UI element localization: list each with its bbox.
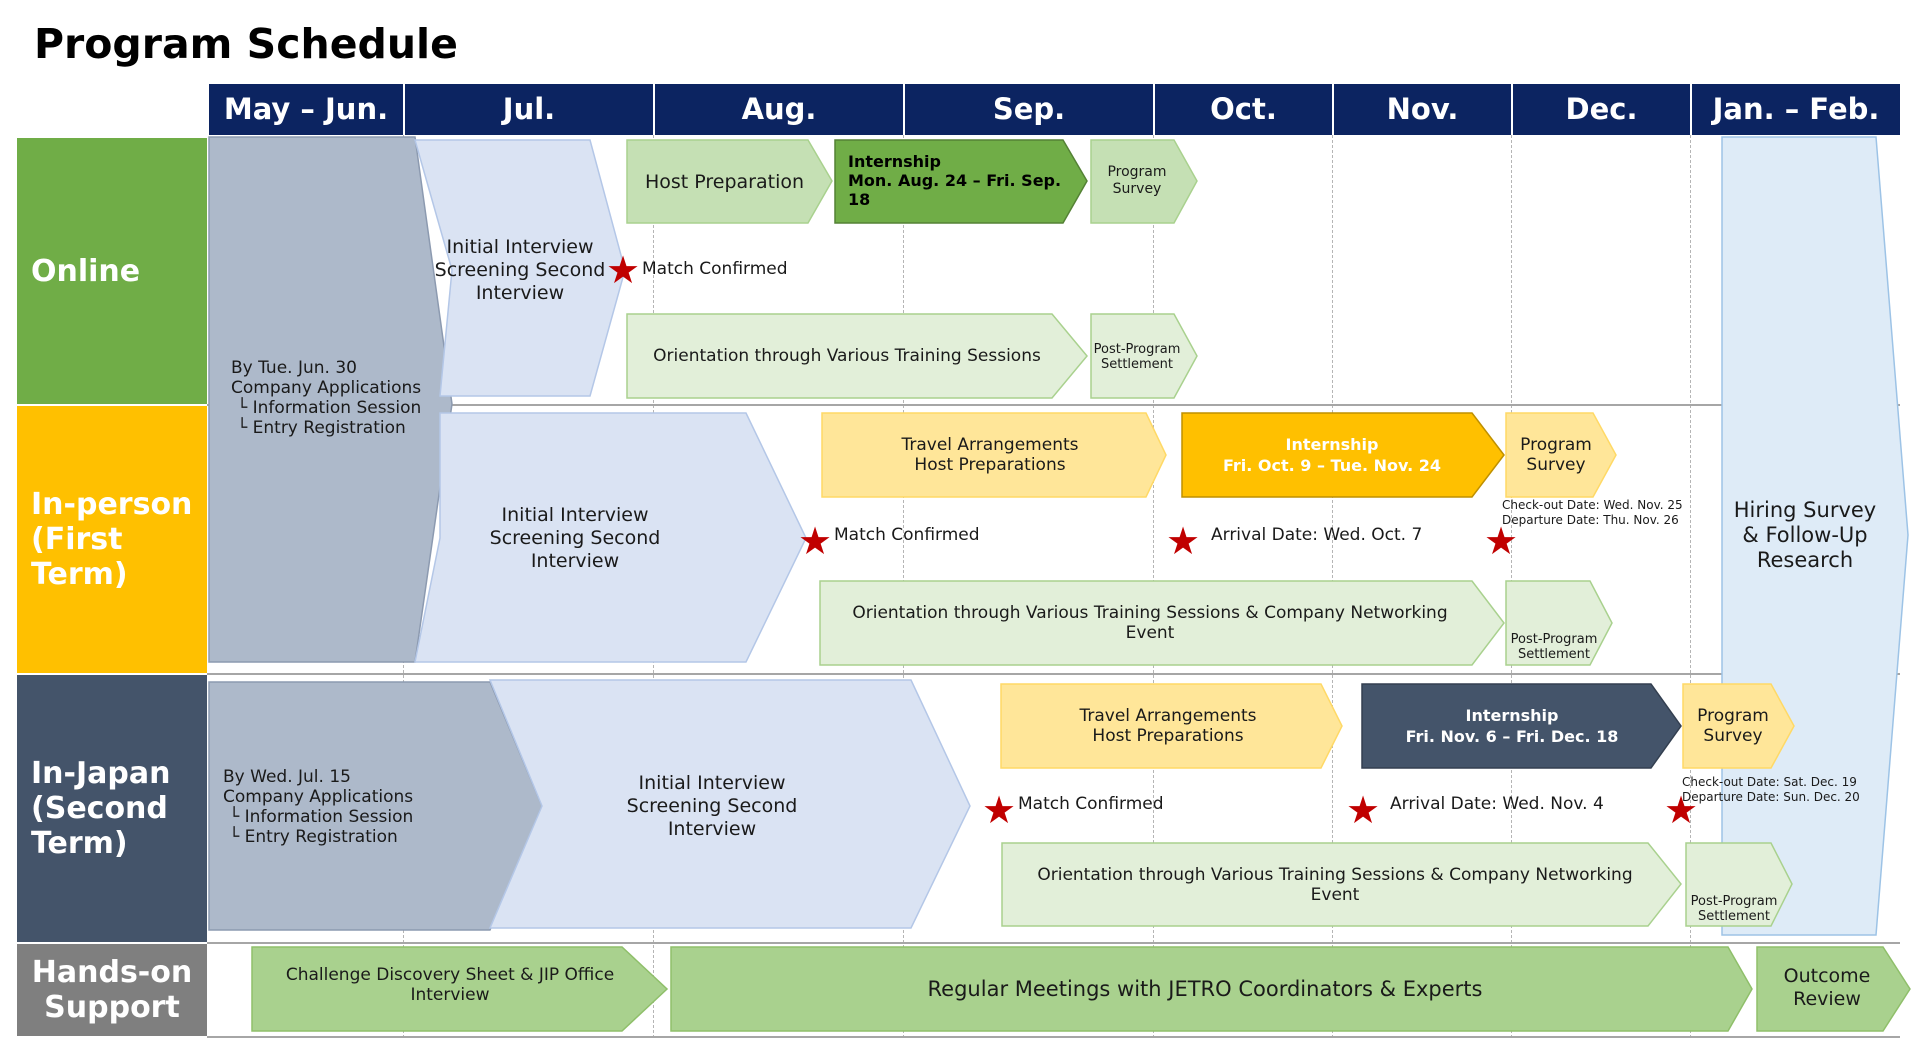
in-person-travel-arrow [821, 412, 1167, 498]
online-settlement-text: Post-Program Settlement [1093, 342, 1181, 372]
in-japan-departure: Departure Date: Sun. Dec. 20 [1682, 790, 1860, 804]
row-label-hands-on: Hands-on Support [17, 944, 207, 1036]
in-japan-interview-arrow [488, 679, 971, 929]
in-person-orientation-text: Orientation through Various Training Ses… [852, 603, 1448, 643]
in-japan-orientation-arrow [1001, 842, 1682, 927]
application-first-arrow [208, 136, 453, 663]
in-japan-survey-arrow [1682, 683, 1795, 769]
application-first-line1: Company Applications [231, 378, 422, 398]
row-label-in-person: In-person (First Term) [17, 406, 207, 673]
online-internship-dates: Mon. Aug. 24 – Fri. Sep. 18 [848, 171, 1062, 209]
in-person-travel-text: Travel Arrangements Host Preparations [901, 435, 1079, 475]
in-person-arrival-text: Arrival Date: Wed. Oct. 7 [1211, 525, 1423, 545]
in-person-settlement-arrow [1505, 580, 1613, 666]
application-second-deadline: By Wed. Jul. 15 [223, 767, 351, 787]
application-first-deadline: By Tue. Jun. 30 [231, 358, 357, 378]
page-title: Program Schedule [34, 20, 458, 68]
hiring-survey-text: Hiring Survey & Follow-Up Research [1733, 497, 1877, 572]
in-person-survey-text: Program Survey [1520, 435, 1592, 475]
online-match-text: Match Confirmed [642, 259, 788, 279]
online-internship-title: Internship [848, 152, 941, 171]
month-jan-feb: Jan. – Feb. [1690, 84, 1900, 135]
row-divider [207, 1036, 1900, 1038]
application-second-line3: └ Entry Registration [229, 827, 398, 847]
star-icon: ★ [1346, 788, 1381, 832]
online-orientation-arrow [626, 313, 1088, 399]
in-person-interview-text: Initial Interview Screening Second Inter… [489, 503, 661, 572]
in-person-match-text: Match Confirmed [834, 525, 980, 545]
in-japan-travel-arrow [1000, 683, 1343, 769]
in-japan-checkout: Check-out Date: Sat. Dec. 19 [1682, 775, 1857, 789]
grid-line [1690, 135, 1691, 1038]
meetings-arrow [670, 946, 1753, 1032]
in-japan-survey-text: Program Survey [1697, 706, 1769, 746]
in-person-internship-title: Internship [1285, 434, 1379, 454]
star-icon: ★ [1664, 788, 1699, 832]
in-japan-internship-arrow [1361, 683, 1682, 769]
online-settlement-arrow [1090, 313, 1198, 399]
month-aug: Aug. [653, 84, 903, 135]
in-person-internship-arrow [1181, 412, 1505, 498]
host-prep-arrow [626, 139, 833, 224]
online-survey-arrow [1090, 139, 1198, 224]
challenge-arrow [251, 946, 669, 1032]
in-person-settlement-text: Post-Program Settlement [1510, 632, 1598, 662]
month-sep: Sep. [903, 84, 1153, 135]
star-icon: ★ [606, 248, 641, 292]
online-internship-arrow [834, 139, 1088, 224]
in-person-internship-dates: Fri. Oct. 9 – Tue. Nov. 24 [1222, 455, 1442, 475]
row-divider [207, 673, 1900, 675]
month-header [207, 84, 1900, 135]
outcome-text: Outcome Review [1783, 965, 1871, 1010]
star-icon: ★ [798, 519, 833, 563]
in-person-checkout: Check-out Date: Wed. Nov. 25 [1502, 498, 1683, 512]
in-person-orientation-arrow [819, 580, 1505, 666]
online-orientation-text: Orientation through Various Training Ses… [653, 346, 1041, 366]
application-first-line2: └ Information Session [237, 398, 422, 418]
row-divider [207, 942, 1900, 944]
in-person-interview-arrow [414, 412, 807, 663]
month-may-jun: May – Jun. [207, 84, 403, 135]
in-japan-interview-text: Initial Interview Screening Second Inter… [626, 771, 798, 840]
month-oct: Oct. [1153, 84, 1332, 135]
outcome-arrow [1756, 946, 1911, 1032]
application-second-line1: Company Applications [223, 787, 414, 807]
row-label-online: Online [17, 138, 207, 404]
challenge-text: Challenge Discovery Sheet & JIP Office I… [285, 965, 615, 1005]
month-jul: Jul. [403, 84, 653, 135]
application-first-line3: └ Entry Registration [237, 418, 406, 438]
in-person-departure: Departure Date: Thu. Nov. 26 [1502, 513, 1679, 527]
online-interview-text: Initial Interview Screening Second Inter… [434, 235, 606, 304]
in-person-survey-arrow [1505, 412, 1617, 498]
meetings-text: Regular Meetings with JETRO Coordinators… [927, 977, 1483, 1001]
month-dec: Dec. [1511, 84, 1690, 135]
month-nov: Nov. [1332, 84, 1511, 135]
host-prep-text: Host Preparation [644, 170, 805, 193]
row-label-in-japan: In-Japan (Second Term) [17, 675, 207, 942]
in-japan-settlement-arrow [1685, 842, 1793, 927]
in-japan-orientation-text: Orientation through Various Training Ses… [1037, 865, 1633, 905]
in-japan-settlement-text: Post-Program Settlement [1690, 894, 1778, 924]
in-japan-travel-text: Travel Arrangements Host Preparations [1079, 706, 1257, 746]
application-second-line2: └ Information Session [229, 807, 414, 827]
in-japan-match-text: Match Confirmed [1018, 794, 1164, 814]
in-japan-internship-dates: Fri. Nov. 6 – Fri. Dec. 18 [1405, 726, 1619, 746]
star-icon: ★ [1484, 519, 1519, 563]
online-survey-text: Program Survey [1107, 164, 1167, 197]
row-divider [207, 404, 1900, 406]
star-icon: ★ [1166, 519, 1201, 563]
in-japan-internship-title: Internship [1465, 705, 1559, 725]
online-interview-arrow [414, 139, 626, 397]
in-japan-arrival-text: Arrival Date: Wed. Nov. 4 [1390, 794, 1604, 814]
star-icon: ★ [982, 788, 1017, 832]
